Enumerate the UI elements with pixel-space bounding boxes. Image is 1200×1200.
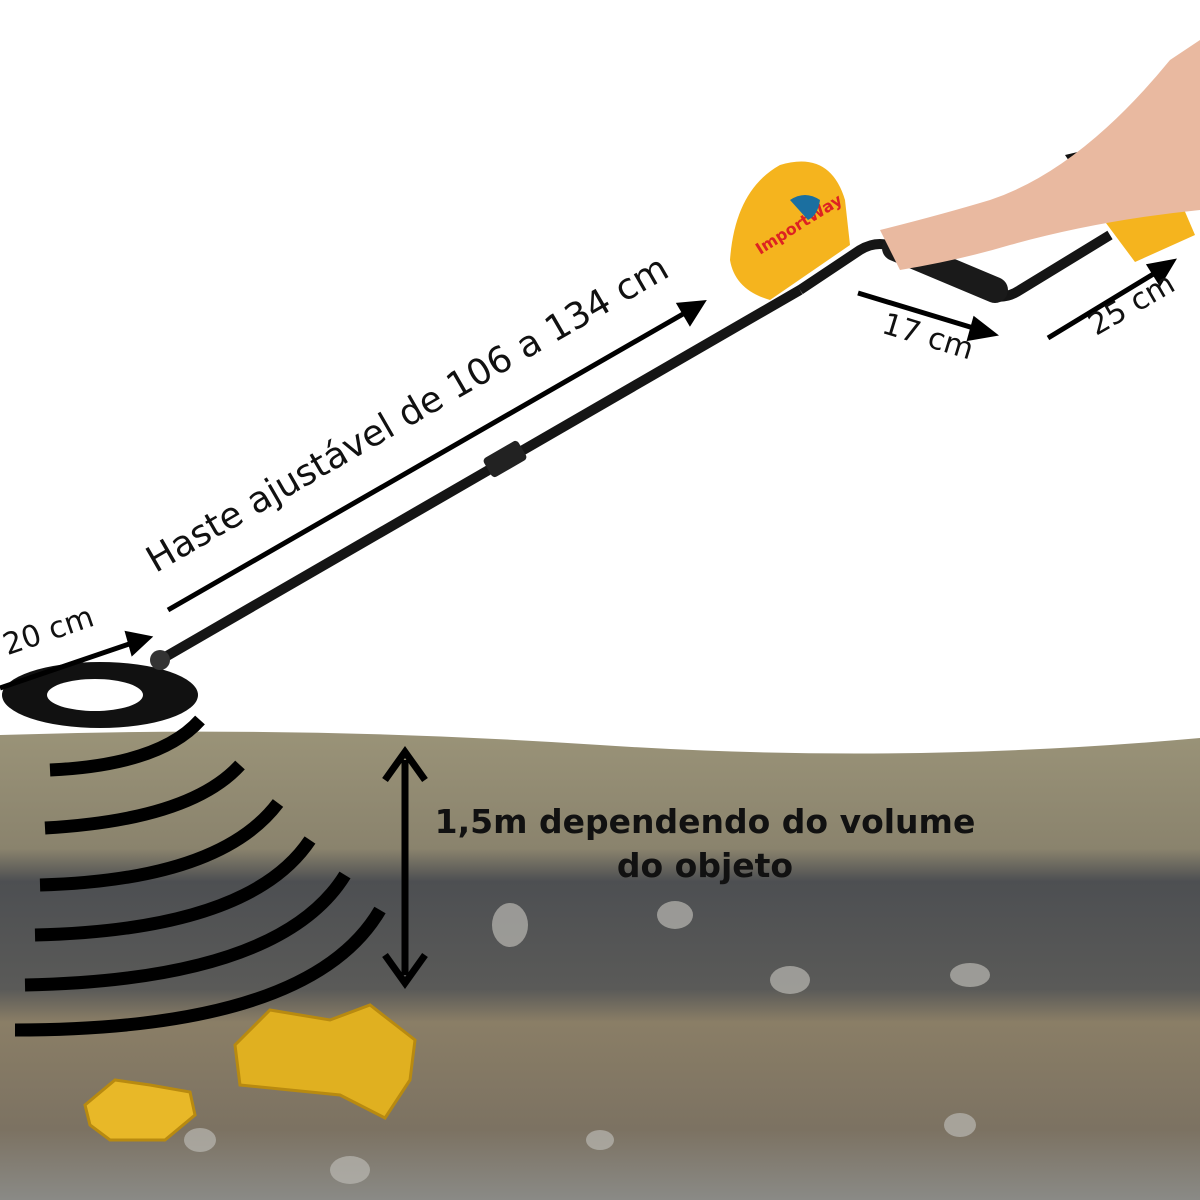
depth-line-2: do objeto xyxy=(616,846,794,885)
dimension-arrows xyxy=(0,258,1177,691)
control-box xyxy=(730,161,850,300)
detection-depth-text: 1,5m dependendo do volume do objeto xyxy=(425,800,985,888)
shaft-lock xyxy=(483,440,527,478)
depth-line-1: 1,5m dependendo do volume xyxy=(434,802,976,841)
arm xyxy=(880,40,1200,270)
signal-waves xyxy=(14,715,386,1037)
depth-arrow xyxy=(382,745,428,990)
gold-nugget-large xyxy=(233,1003,417,1120)
rocks xyxy=(184,901,990,1184)
logo-globe xyxy=(790,195,820,220)
search-coil xyxy=(2,650,198,728)
detector-shaft xyxy=(157,285,803,665)
gold-nugget-small xyxy=(83,1078,197,1142)
